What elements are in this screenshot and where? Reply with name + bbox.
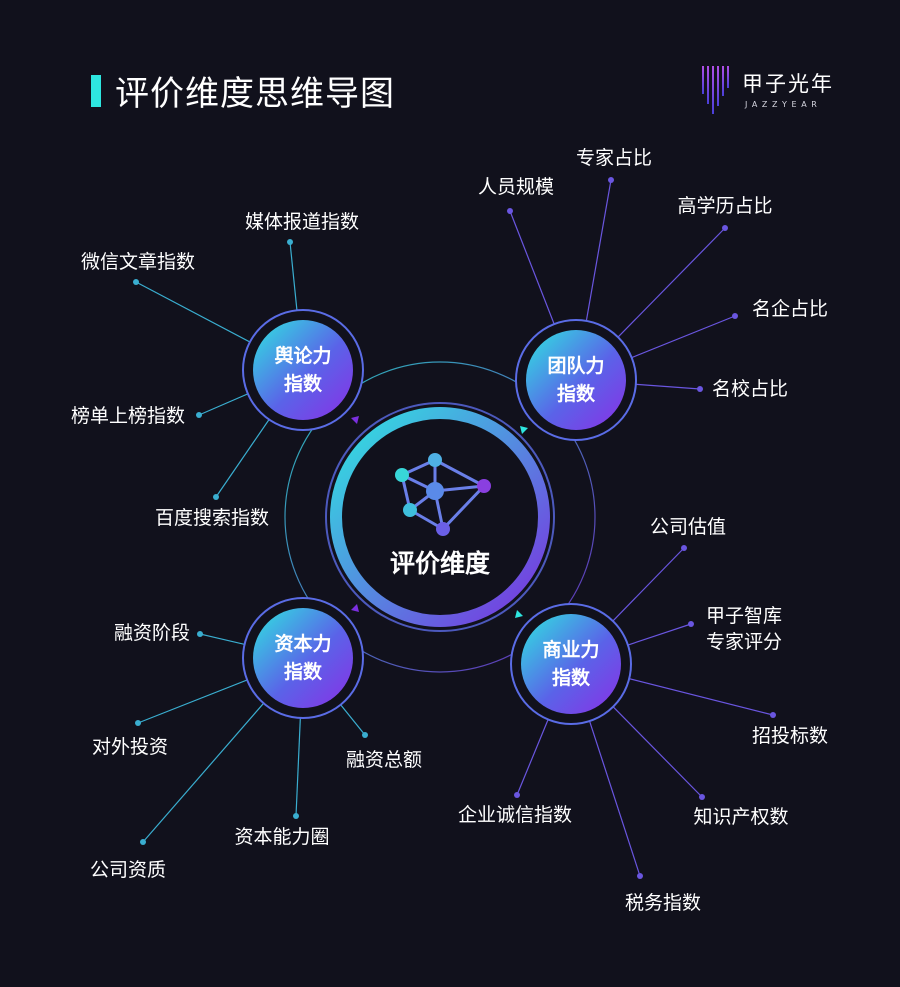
leaf-dot	[770, 712, 776, 718]
leaf-label: 百度搜索指数	[154, 507, 270, 529]
hub-label-capital: 资本力 指数	[274, 633, 332, 683]
leaf-label: 名校占比	[711, 378, 789, 400]
leaf-label: 名企占比	[751, 298, 829, 320]
leaf-dot	[722, 225, 728, 231]
leaf-label: 榜单上榜指数	[70, 405, 186, 427]
leaf-label: 企业诚信指数	[457, 804, 573, 826]
title-accent-bar	[91, 75, 101, 107]
hub-label-team: 团队力 指数	[547, 355, 605, 405]
leaf-dot	[140, 839, 146, 845]
leaf-label: 融资阶段	[113, 622, 191, 644]
logo-text-en: JAZZYEAR	[745, 100, 822, 109]
leaf-dot	[732, 313, 738, 319]
leaf-label: 知识产权数	[693, 806, 789, 828]
leaf-dot	[514, 792, 520, 798]
hub-node-team	[515, 319, 637, 441]
leaf-label: 税务指数	[624, 892, 702, 914]
leaf-label: 对外投资	[91, 736, 169, 758]
leaf-label: 人员规模	[477, 176, 555, 198]
leaf-dot	[637, 873, 643, 879]
leaf-label: 资本能力圈	[234, 826, 330, 848]
page-title: 评价维度思维导图	[115, 74, 395, 114]
leaf-dot	[688, 621, 694, 627]
hub-node-business	[510, 603, 632, 725]
network-nodes	[395, 453, 491, 536]
leaf-dot	[196, 412, 202, 418]
leaf-label: 专家占比	[575, 147, 653, 169]
center-label: 评价维度	[389, 549, 491, 578]
leaf-dot	[507, 208, 513, 214]
leaf-label: 甲子智库 专家评分	[705, 605, 783, 653]
leaf-dot	[608, 177, 614, 183]
hub-nodes	[242, 309, 637, 725]
hub-label-opinion: 舆论力 指数	[274, 345, 332, 395]
hub-node-capital	[242, 597, 364, 719]
leaf-dot	[699, 794, 705, 800]
leaf-dot	[362, 732, 368, 738]
leaf-label: 微信文章指数	[80, 251, 196, 273]
hub-label-business: 商业力 指数	[542, 639, 600, 689]
leaf-label: 高学历占比	[677, 195, 773, 217]
leaf-dot	[293, 813, 299, 819]
logo-text-cn: 甲子光年	[742, 72, 834, 96]
leaf-dot	[197, 631, 203, 637]
leaf-dot	[697, 386, 703, 392]
orbit-circle	[284, 361, 596, 673]
leaf-label: 媒体报道指数	[244, 211, 360, 233]
leaf-label: 招投标数	[751, 725, 829, 747]
leaf-dot	[135, 720, 141, 726]
leaf-dot	[681, 545, 687, 551]
brand-logo: 甲子光年 JAZZYEAR	[700, 64, 850, 120]
leaf-dot	[133, 279, 139, 285]
leaf-dot	[213, 494, 219, 500]
leaf-label: 公司资质	[89, 859, 167, 881]
leaf-label: 公司估值	[649, 516, 727, 538]
leaf-dot	[287, 239, 293, 245]
leaf-label: 融资总额	[345, 749, 423, 771]
barcode-bars-icon	[702, 66, 729, 114]
hub-node-opinion	[242, 309, 364, 431]
